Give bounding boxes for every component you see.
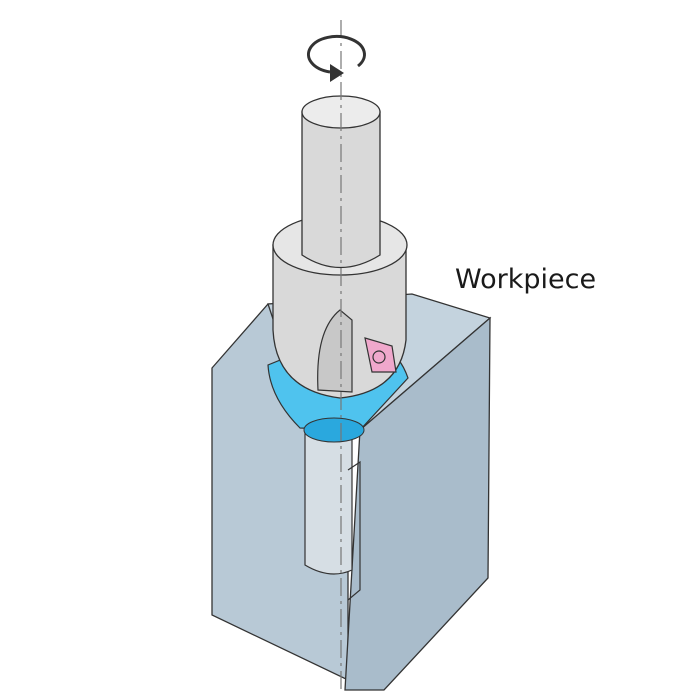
cutting-insert: [364, 337, 397, 373]
workpiece-label: Workpiece: [455, 264, 597, 295]
workpiece-bore: [304, 429, 353, 575]
rotation-arrow-icon: [307, 35, 366, 82]
bore-opening: [303, 417, 365, 443]
boring-tool: [272, 95, 408, 399]
insert-screw: [372, 350, 386, 364]
workpiece-right-face: [344, 316, 491, 691]
tool-notch: [317, 309, 353, 393]
bore-step: [347, 460, 361, 601]
